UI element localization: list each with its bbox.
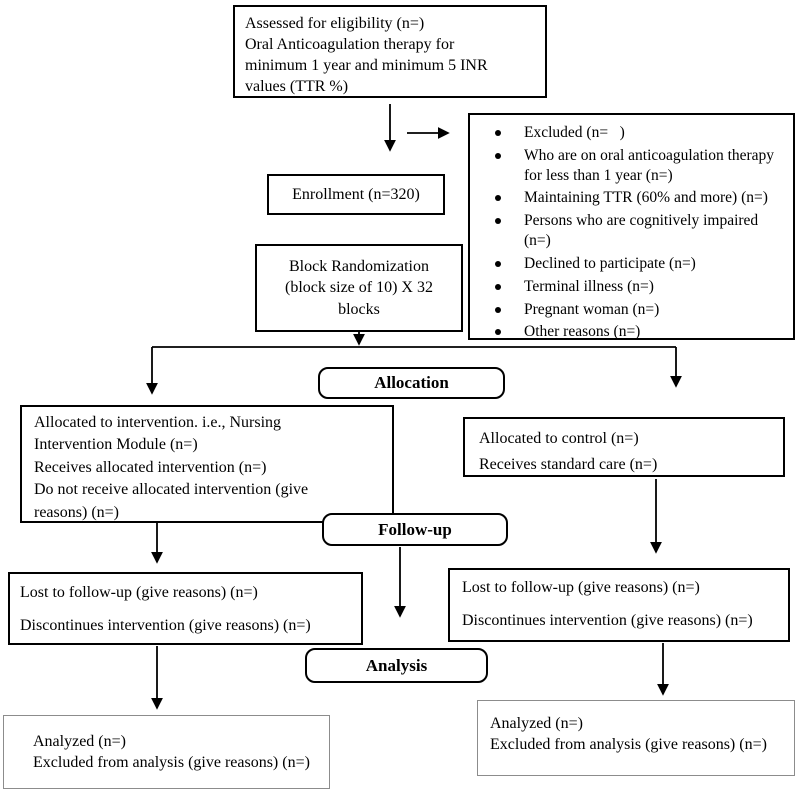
excluded-item: Persons who are cognitively impaired (n=…: [495, 211, 785, 251]
control-allocation-box: Allocated to control (n=) Receives stand…: [463, 417, 785, 477]
followup-line: Lost to follow-up (give reasons) (n=): [462, 579, 700, 596]
excluded-item: Declined to participate (n=): [495, 254, 785, 274]
excluded-item: Excluded (n= ): [495, 123, 785, 143]
followup-stage-capsule: Follow-up: [322, 513, 508, 546]
randomization-text: Block Randomization (block size of 10) X…: [285, 258, 433, 318]
randomization-box: Block Randomization (block size of 10) X…: [255, 244, 463, 332]
excluded-box: Excluded (n= ) Who are on oral anticoagu…: [468, 113, 795, 340]
control-followup-box: Lost to follow-up (give reasons) (n=) Di…: [448, 568, 790, 642]
intervention-analysis-box: Analyzed (n=) Excluded from analysis (gi…: [3, 715, 330, 789]
followup-stage-label: Follow-up: [378, 519, 452, 539]
eligibility-text: Assessed for eligibility (n=) Oral Antic…: [245, 15, 488, 96]
excluded-item: Pregnant woman (n=): [495, 300, 785, 320]
followup-line: Discontinues intervention (give reasons)…: [462, 612, 753, 630]
excluded-item: Maintaining TTR (60% and more) (n=): [495, 188, 785, 208]
control-allocation-text: Allocated to control (n=) Receives stand…: [479, 430, 658, 473]
control-analysis-text: Analyzed (n=) Excluded from analysis (gi…: [490, 715, 767, 754]
excluded-list: Excluded (n= ) Who are on oral anticoagu…: [470, 115, 793, 342]
allocation-stage-label: Allocation: [374, 373, 449, 392]
excluded-item: Other reasons (n=): [495, 322, 785, 342]
intervention-followup-box: Lost to follow-up (give reasons) (n=) Di…: [8, 572, 363, 645]
intervention-analysis-text: Analyzed (n=) Excluded from analysis (gi…: [33, 733, 310, 772]
enrollment-text: Enrollment (n=320): [292, 185, 420, 203]
excluded-item: Who are on oral anticoagulation therapy …: [495, 146, 785, 186]
allocation-stage-capsule: Allocation: [318, 367, 505, 399]
analysis-stage-capsule: Analysis: [305, 648, 488, 683]
eligibility-box: Assessed for eligibility (n=) Oral Antic…: [233, 5, 547, 98]
analysis-stage-label: Analysis: [365, 655, 428, 675]
control-analysis-box: Analyzed (n=) Excluded from analysis (gi…: [477, 700, 795, 776]
intervention-allocation-box: Allocated to intervention. i.e., Nursing…: [20, 405, 394, 523]
intervention-allocation-text: Allocated to intervention. i.e., Nursing…: [34, 414, 309, 521]
excluded-item: Terminal illness (n=): [495, 277, 785, 297]
enrollment-box: Enrollment (n=320): [267, 174, 445, 215]
followup-line: Discontinues intervention (give reasons)…: [20, 617, 311, 635]
followup-line: Lost to follow-up (give reasons) (n=): [20, 584, 258, 601]
